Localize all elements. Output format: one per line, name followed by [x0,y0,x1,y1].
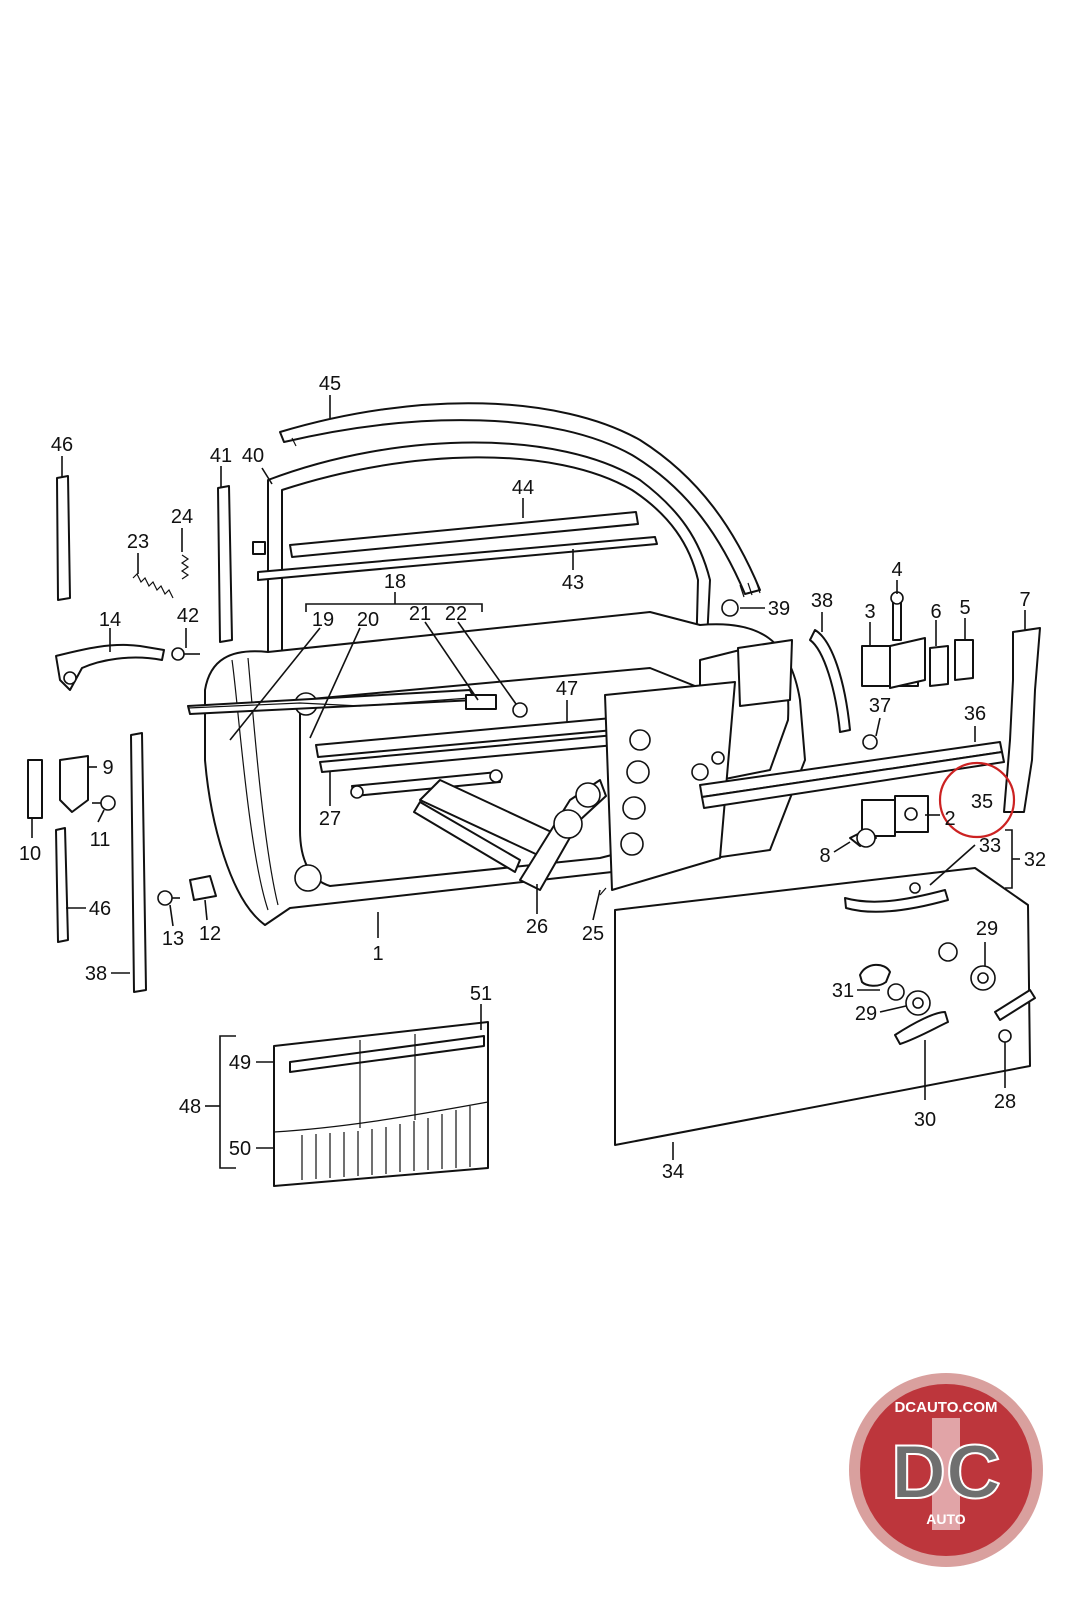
part-11-screw [100,795,116,811]
logo-bottom-text: AUTO [926,1511,966,1527]
part-28-window-crank [994,989,1036,1021]
callout-10: 10 [19,843,41,865]
part-46-strip-lower [55,827,69,943]
callout-4: 4 [891,559,902,581]
logo-letters: DC [891,1430,1001,1515]
part-38-seal-left [130,732,147,993]
part-39-clip [721,599,739,617]
dcauto-logo: DCAUTO.COM DC AUTO [849,1373,1043,1567]
callout-26: 26 [526,916,548,938]
part-30-armrest [894,1011,949,1045]
part-41-strip [217,485,233,643]
callout-20: 20 [357,609,379,631]
callout-9: 9 [102,757,113,779]
part-10-bracket [27,759,43,819]
callout-23: 23 [127,531,149,553]
part-2-hinge [861,799,896,837]
part-13-screw [157,890,173,906]
callout-39: 39 [768,598,790,620]
callout-46b: 46 [89,898,111,920]
part-24-spring [180,554,190,580]
callout-43: 43 [562,572,584,594]
part-43-channel [257,536,658,581]
part-45-arch-trim [279,402,761,595]
part-23-spring [132,572,174,599]
part-33-armrest-bar [844,889,949,913]
callout-36: 36 [964,703,986,725]
part-34-trim-panel [614,867,1031,1146]
part-46-strip [56,475,71,601]
callout-34: 34 [662,1161,684,1183]
callout-51: 51 [470,983,492,1005]
diagram-artwork [27,402,1041,1187]
part-51-pocket-strip [289,1035,485,1073]
callout-8: 8 [819,845,830,867]
callout-6: 6 [930,601,941,623]
callout-46a: 46 [51,434,73,456]
callout-50: 50 [229,1138,251,1160]
part-31-knob [859,963,891,987]
callout-32: 32 [1024,849,1046,871]
part-9-lock-bracket [59,755,89,813]
part-37-screw [862,734,878,750]
callout-35: 35 [971,791,993,813]
part-44-glass-channel [289,511,639,558]
callout-29b: 29 [855,1003,877,1025]
callout-31: 31 [832,980,854,1002]
callout-41: 41 [210,445,232,467]
callout-40: 40 [242,445,264,467]
callout-48: 48 [179,1096,201,1118]
part-5-plate [954,639,974,681]
callout-27: 27 [319,808,341,830]
callout-28: 28 [994,1091,1016,1113]
callout-21: 21 [409,603,431,625]
callout-38b: 38 [85,963,107,985]
callout-7: 7 [1019,589,1030,611]
callout-3: 3 [864,601,875,623]
part-6-plate [929,645,949,687]
callout-33: 33 [979,835,1001,857]
callout-5: 5 [959,597,970,619]
highlight-circle-35 [938,761,1016,839]
callout-22: 22 [445,603,467,625]
callout-2: 2 [944,808,955,830]
callout-29a: 29 [976,918,998,940]
callout-49: 49 [229,1052,251,1074]
callout-45: 45 [319,373,341,395]
part-7-pillar-trim [1003,627,1041,813]
part-40-window-frame [267,441,711,896]
part-14-door-handle [55,643,165,691]
callout-19: 19 [312,609,334,631]
callout-24: 24 [171,506,193,528]
callout-47: 47 [556,678,578,700]
part-38-seal [809,629,851,733]
part-12-striker [189,875,217,901]
callout-13: 13 [162,928,184,950]
callout-12: 12 [199,923,221,945]
part-42-screw [171,647,185,661]
callout-14: 14 [99,609,121,631]
leader-lines [31,395,1026,1169]
callout-11: 11 [90,829,111,851]
callout-42: 42 [177,605,199,627]
callout-25: 25 [582,923,604,945]
callout-38a: 38 [811,590,833,612]
callout-18: 18 [384,571,406,593]
callout-44: 44 [512,477,534,499]
callout-37: 37 [869,695,891,717]
logo-top-text: DCAUTO.COM [894,1399,997,1416]
callout-1: 1 [372,943,383,965]
callout-labels: 1 2 3 4 5 6 7 8 9 10 11 12 13 14 18 19 2… [19,373,1046,1183]
callout-30: 30 [914,1109,936,1131]
